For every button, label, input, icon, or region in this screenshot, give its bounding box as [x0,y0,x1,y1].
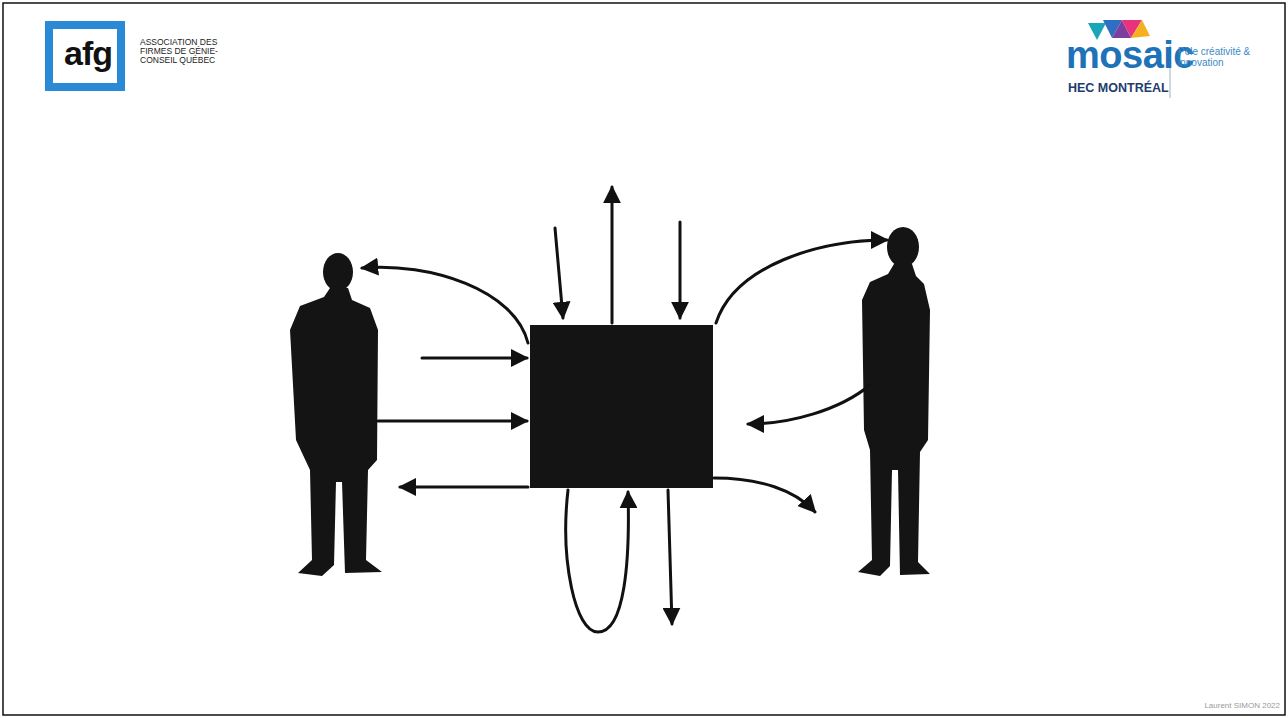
arrow [668,490,672,624]
arrow [555,228,563,318]
person-silhouette [858,227,930,576]
logo-tagline: Pôle créativité & innovation [1178,47,1258,68]
person-silhouette [290,253,382,576]
person-head [887,227,919,267]
arrow [422,357,527,360]
arrow [566,490,629,632]
organization-name: ASSOCIATION DES FIRMES DE GÉNIE-CONSEIL … [140,38,224,65]
arrow [362,267,528,343]
arrow [714,478,815,512]
arrow [716,240,887,323]
arrow [679,222,682,318]
institution-name: HEC MONTRÉAL [1068,82,1178,95]
logo-frame [49,25,121,87]
arrow [400,486,528,489]
person-body [858,264,930,576]
black-box [530,325,713,488]
slide-frame [3,3,1285,715]
arrow [748,385,870,424]
arrow [378,420,527,423]
arrows [362,187,887,632]
person-head [323,253,353,291]
logo-separator [1170,45,1171,98]
logo-text: afg [58,36,118,72]
arrow [611,187,614,323]
logo-text: mosaic [1066,36,1166,76]
author-credit: Laurent SIMON 2022 [1190,702,1280,710]
person-body [290,288,382,576]
